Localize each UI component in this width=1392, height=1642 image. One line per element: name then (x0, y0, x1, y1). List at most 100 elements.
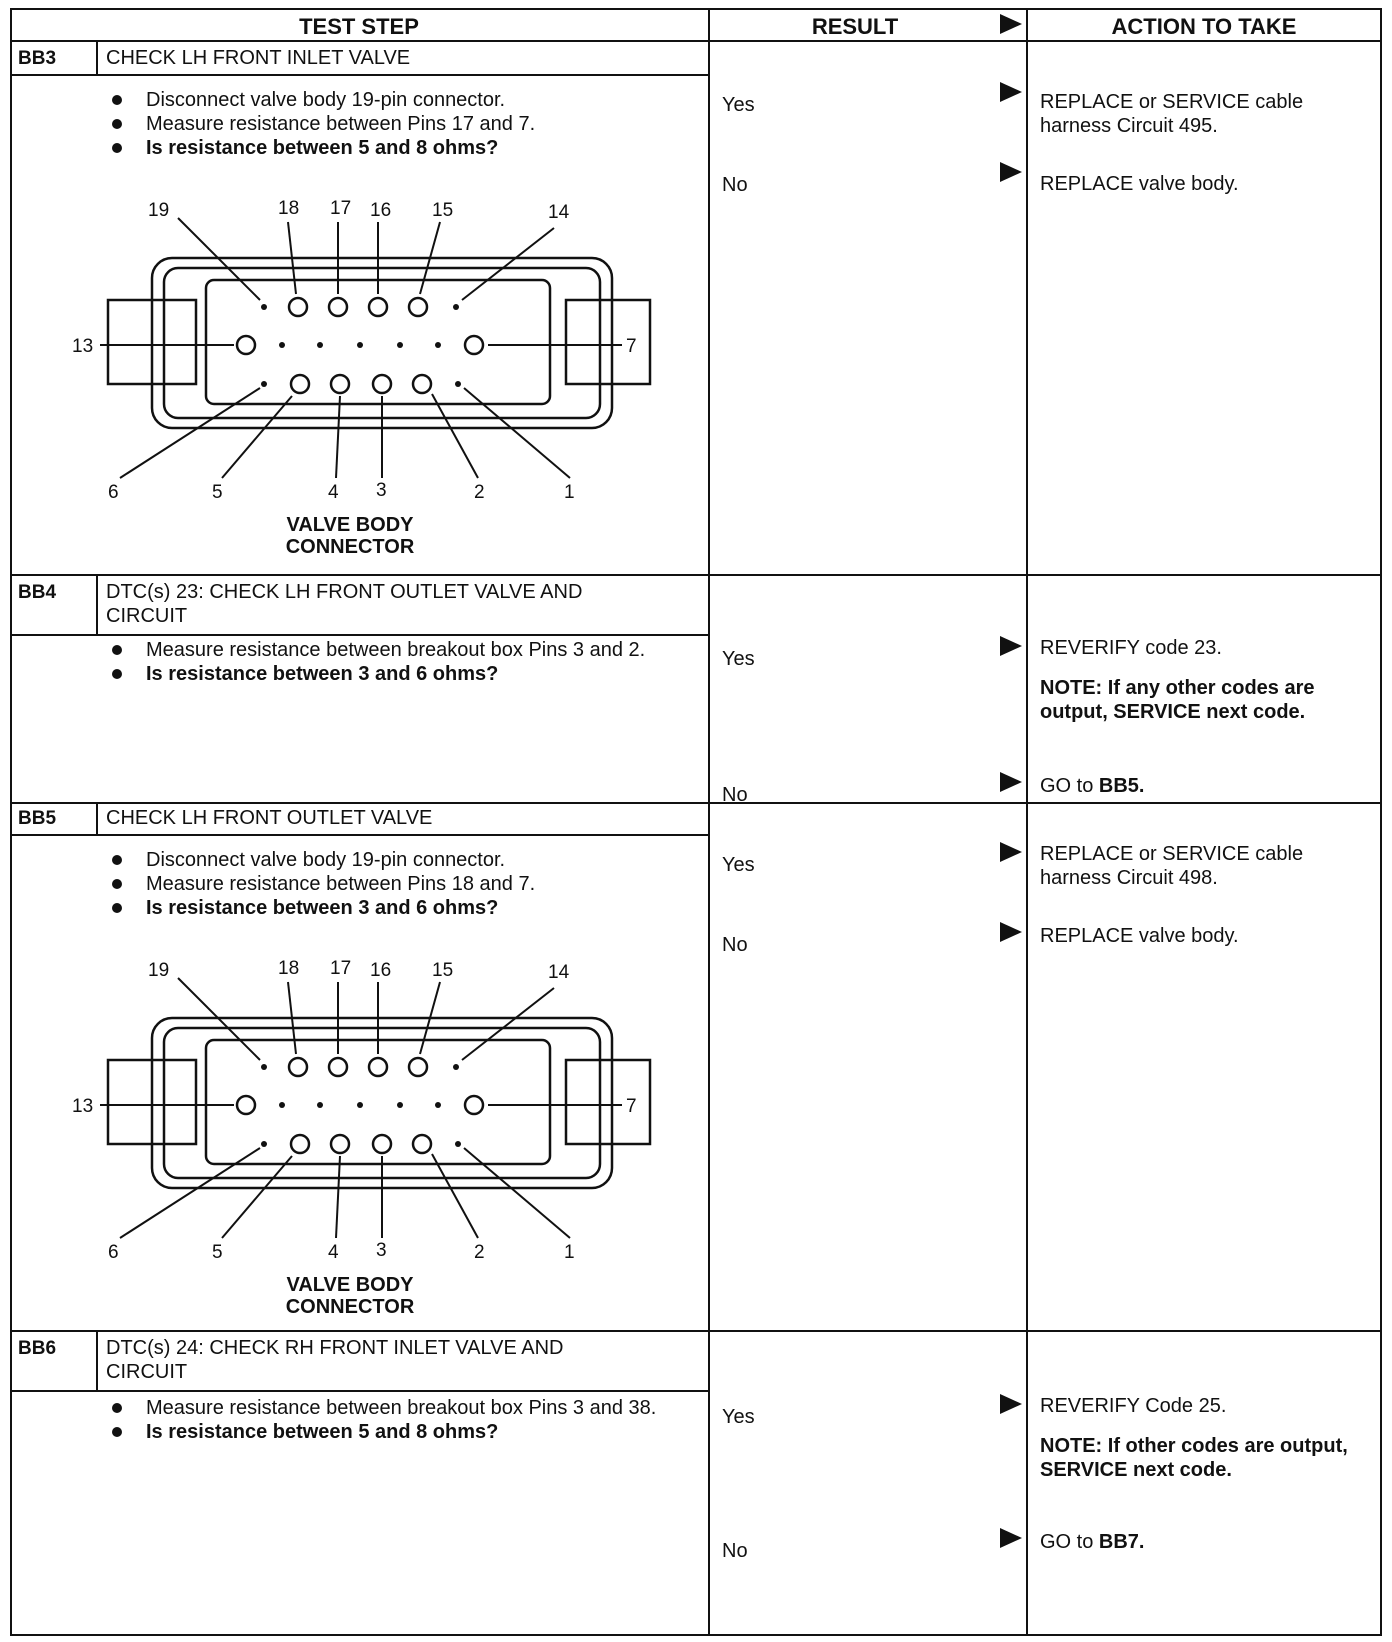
column-divider-result (708, 8, 710, 1636)
instruction-item: Measure resistance between breakout box … (106, 638, 686, 662)
pin-label: 1 (564, 1242, 575, 1263)
step-id-divider (96, 1332, 98, 1390)
pin-label: 14 (548, 962, 570, 983)
arrow-icon (1000, 636, 1022, 656)
table-border-bottom (10, 1634, 1382, 1636)
go-to-step-link[interactable]: BB7. (1098, 1531, 1145, 1553)
action-text: REPLACE or SERVICE cable harness Circuit… (1040, 843, 1304, 889)
test-step-table: TEST STEP RESULT ACTION TO TAKE BB3 CHEC… (10, 8, 1382, 1636)
step-instructions: Measure resistance between breakout box … (106, 638, 686, 686)
pin-label: 2 (474, 482, 485, 503)
action-text: GO to BB7. (1040, 1530, 1370, 1554)
valve-body-connector-diagram: 19 18 17 16 15 14 13 7 6 5 4 3 2 1 VALV (60, 188, 660, 573)
table-border-top (10, 8, 1382, 10)
caption-line: CONNECTOR (285, 536, 415, 558)
pin-label: 19 (148, 200, 169, 221)
instruction-item: Measure resistance between Pins 18 and 7… (106, 872, 706, 896)
instruction-question: Is resistance between 5 and 8 ohms? (106, 1420, 686, 1444)
step-title-divider (10, 74, 708, 76)
step-divider (10, 1330, 1382, 1332)
column-divider-action (1026, 8, 1028, 1636)
result-no: No (722, 1540, 748, 1562)
table-border-left (10, 8, 12, 1636)
pin-label: 18 (278, 198, 299, 219)
arrow-icon (1000, 842, 1022, 862)
header-test-step: TEST STEP (299, 14, 419, 39)
action-text: REPLACE or SERVICE cable harness Circuit… (1040, 91, 1304, 137)
instruction-question: Is resistance between 3 and 6 ohms? (106, 896, 706, 920)
pin-label: 15 (432, 200, 453, 221)
action-text: GO to BB5. (1040, 774, 1370, 798)
step-title: DTC(s) 23: CHECK LH FRONT OUTLET VALVE A… (106, 581, 583, 627)
action-text: REVERIFY Code 25. (1040, 1395, 1227, 1417)
go-to-step-link[interactable]: BB5. (1098, 775, 1145, 797)
result-no: No (722, 174, 748, 196)
action-text: REVERIFY code 23. (1040, 637, 1222, 659)
pin-label: 7 (626, 336, 637, 357)
pin-label: 13 (72, 336, 93, 357)
step-divider (10, 802, 1382, 804)
instruction-item: Disconnect valve body 19-pin connector. (106, 848, 706, 872)
step-id-divider (96, 804, 98, 834)
step-title-divider (10, 834, 708, 836)
result-no: No (722, 784, 748, 806)
action-prefix: GO to (1040, 1531, 1099, 1553)
pin-label: 17 (330, 958, 351, 979)
step-title: CHECK LH FRONT INLET VALVE (106, 47, 411, 69)
arrow-icon (1000, 162, 1022, 182)
result-yes: Yes (722, 94, 755, 116)
header-action: ACTION TO TAKE (1111, 14, 1297, 39)
action-note: NOTE: If any other codes are output, SER… (1040, 677, 1315, 723)
pin-label: 5 (212, 482, 223, 503)
step-title: DTC(s) 24: CHECK RH FRONT INLET VALVE AN… (106, 1337, 564, 1383)
connector-svg: 19 18 17 16 15 14 13 7 6 5 4 3 2 1 (72, 958, 652, 1263)
step-instructions: Measure resistance between breakout box … (106, 1396, 686, 1444)
diagram-caption: VALVE BODY CONNECTOR (260, 514, 440, 558)
result-no: No (722, 934, 748, 956)
pin-label: 14 (548, 202, 570, 223)
result-yes: Yes (722, 1406, 755, 1428)
header-divider (10, 40, 1382, 42)
step-instructions: Disconnect valve body 19-pin connector. … (106, 88, 706, 160)
pin-label: 1 (564, 482, 575, 503)
arrow-icon (1000, 922, 1022, 942)
step-title-divider (10, 1390, 708, 1392)
step-id-divider (96, 42, 98, 74)
step-id-divider (96, 576, 98, 634)
instruction-item: Disconnect valve body 19-pin connector. (106, 88, 706, 112)
pin-label: 13 (72, 1096, 93, 1117)
pin-label: 16 (370, 200, 391, 221)
step-id: BB4 (18, 582, 57, 603)
action-text: REPLACE valve body. (1040, 173, 1239, 195)
step-instructions: Disconnect valve body 19-pin connector. … (106, 848, 706, 920)
arrow-icon (1000, 1528, 1022, 1548)
diagram-caption: VALVE BODY CONNECTOR (260, 1274, 440, 1318)
table-border-right (1380, 8, 1382, 1636)
instruction-question: Is resistance between 3 and 6 ohms? (106, 662, 686, 686)
result-yes: Yes (722, 648, 755, 670)
pin-label: 3 (376, 480, 387, 501)
pin-label: 6 (108, 482, 119, 503)
pin-label: 16 (370, 960, 391, 981)
pin-label: 2 (474, 1242, 485, 1263)
instruction-item: Measure resistance between Pins 17 and 7… (106, 112, 706, 136)
step-title-divider (10, 634, 708, 636)
pin-label: 19 (148, 960, 169, 981)
instruction-question: Is resistance between 5 and 8 ohms? (106, 136, 706, 160)
pin-label: 7 (626, 1096, 637, 1117)
header-arrow-icon (1000, 14, 1022, 34)
header-result: RESULT (811, 14, 899, 39)
pin-label: 5 (212, 1242, 223, 1263)
action-text: REPLACE valve body. (1040, 925, 1239, 947)
pin-label: 3 (376, 1240, 387, 1261)
action-prefix: GO to (1040, 775, 1099, 797)
step-divider (10, 574, 1382, 576)
caption-line: VALVE BODY (286, 514, 414, 536)
pin-label: 6 (108, 1242, 119, 1263)
caption-line: CONNECTOR (285, 1296, 415, 1318)
valve-body-connector-diagram: 19 18 17 16 15 14 13 7 6 5 4 3 2 1 VALV (60, 948, 660, 1333)
result-yes: Yes (722, 854, 755, 876)
step-id: BB3 (18, 48, 57, 69)
connector-svg: 19 18 17 16 15 14 13 7 6 5 4 3 2 1 (72, 198, 652, 503)
caption-line: VALVE BODY (286, 1274, 414, 1296)
